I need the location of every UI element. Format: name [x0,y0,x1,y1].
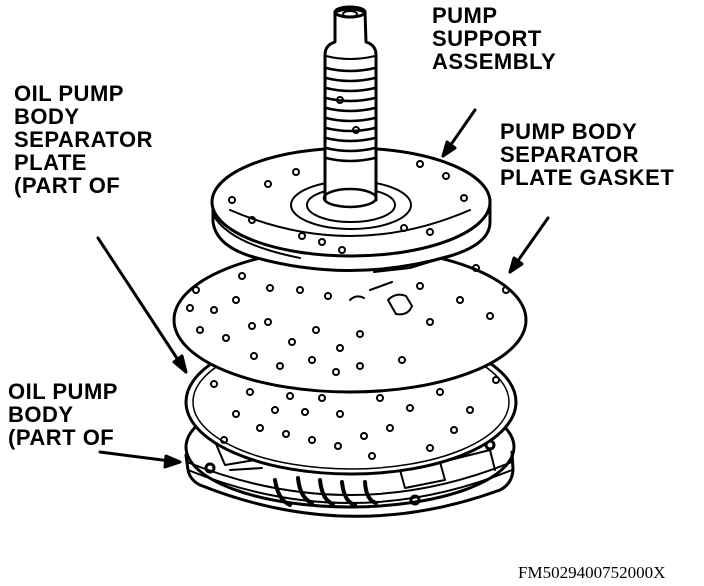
label-pump-support-assembly: PUMP SUPPORT ASSEMBLY [432,4,556,73]
label-line: BODY [8,402,74,427]
label-line: PUMP [432,3,498,28]
label-line: BODY [14,104,80,129]
label-line: SEPARATOR [500,142,639,167]
pump-body-separator-plate-gasket [172,246,528,394]
label-line: (PART OF [14,173,121,198]
figure-code: FM5029400752000X [518,563,666,582]
label-line: SEPARATOR [14,127,153,152]
label-line: PUMP BODY [500,119,638,144]
label-oil-pump-body-separator-plate: OIL PUMP BODY SEPARATOR PLATE (PART OF [14,82,153,197]
label-line: OIL PUMP [14,81,124,106]
label-oil-pump-body: OIL PUMP BODY (PART OF [8,380,118,449]
label-line: PLATE [14,150,87,175]
label-line: ASSEMBLY [432,49,557,74]
label-line: OIL PUMP [8,379,118,404]
label-line: PLATE GASKET [500,165,675,190]
pump-support-assembly [210,5,492,272]
label-line: (PART OF [8,425,115,450]
label-line: SUPPORT [432,26,542,51]
leader-lines [96,108,550,469]
label-pump-body-separator-plate-gasket: PUMP BODY SEPARATOR PLATE GASKET [500,120,674,189]
